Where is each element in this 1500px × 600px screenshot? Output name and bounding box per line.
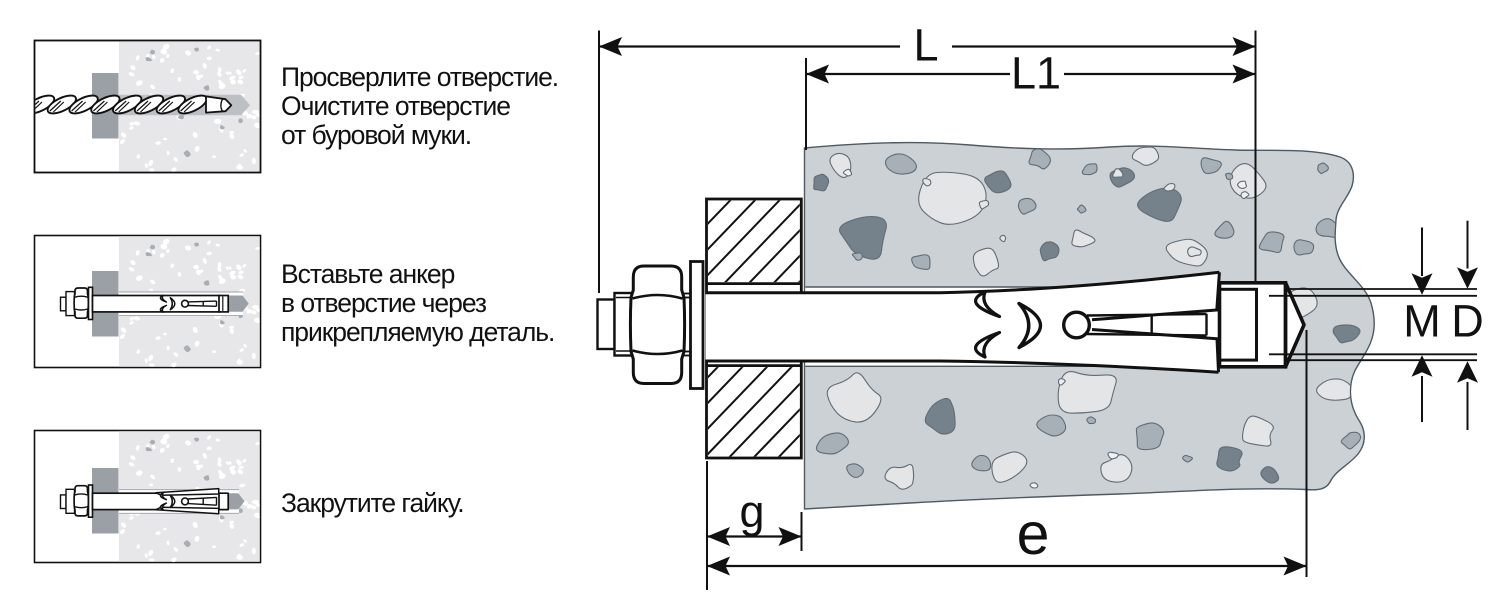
svg-text:g: g (739, 486, 764, 537)
svg-text:M: M (1403, 295, 1441, 346)
svg-text:L: L (913, 20, 938, 71)
svg-text:L1: L1 (1011, 47, 1061, 98)
svg-text:D: D (1451, 295, 1484, 346)
svg-text:e: e (1017, 501, 1050, 567)
